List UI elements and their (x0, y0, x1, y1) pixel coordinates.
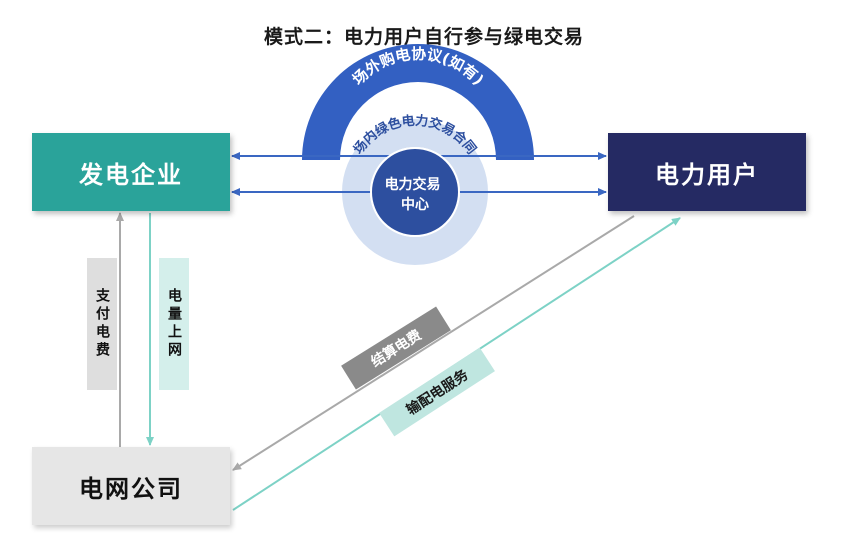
payment-label: 支付电费 (87, 258, 117, 390)
user-box: 电力用户 (608, 133, 806, 211)
exchange-label: 电力交易 中心 (385, 176, 446, 213)
arrow-settlement (232, 215, 635, 471)
transmission-label-bg (379, 347, 495, 437)
feed-in-label: 电量上网 (159, 258, 189, 390)
generator-box: 发电企业 (32, 133, 230, 211)
page-title: 模式二：电力用户自行参与绿电交易 (263, 26, 584, 48)
settlement-label-bg (341, 306, 451, 390)
outer-arc-band (302, 44, 534, 160)
grid-box: 电网公司 (32, 447, 230, 525)
